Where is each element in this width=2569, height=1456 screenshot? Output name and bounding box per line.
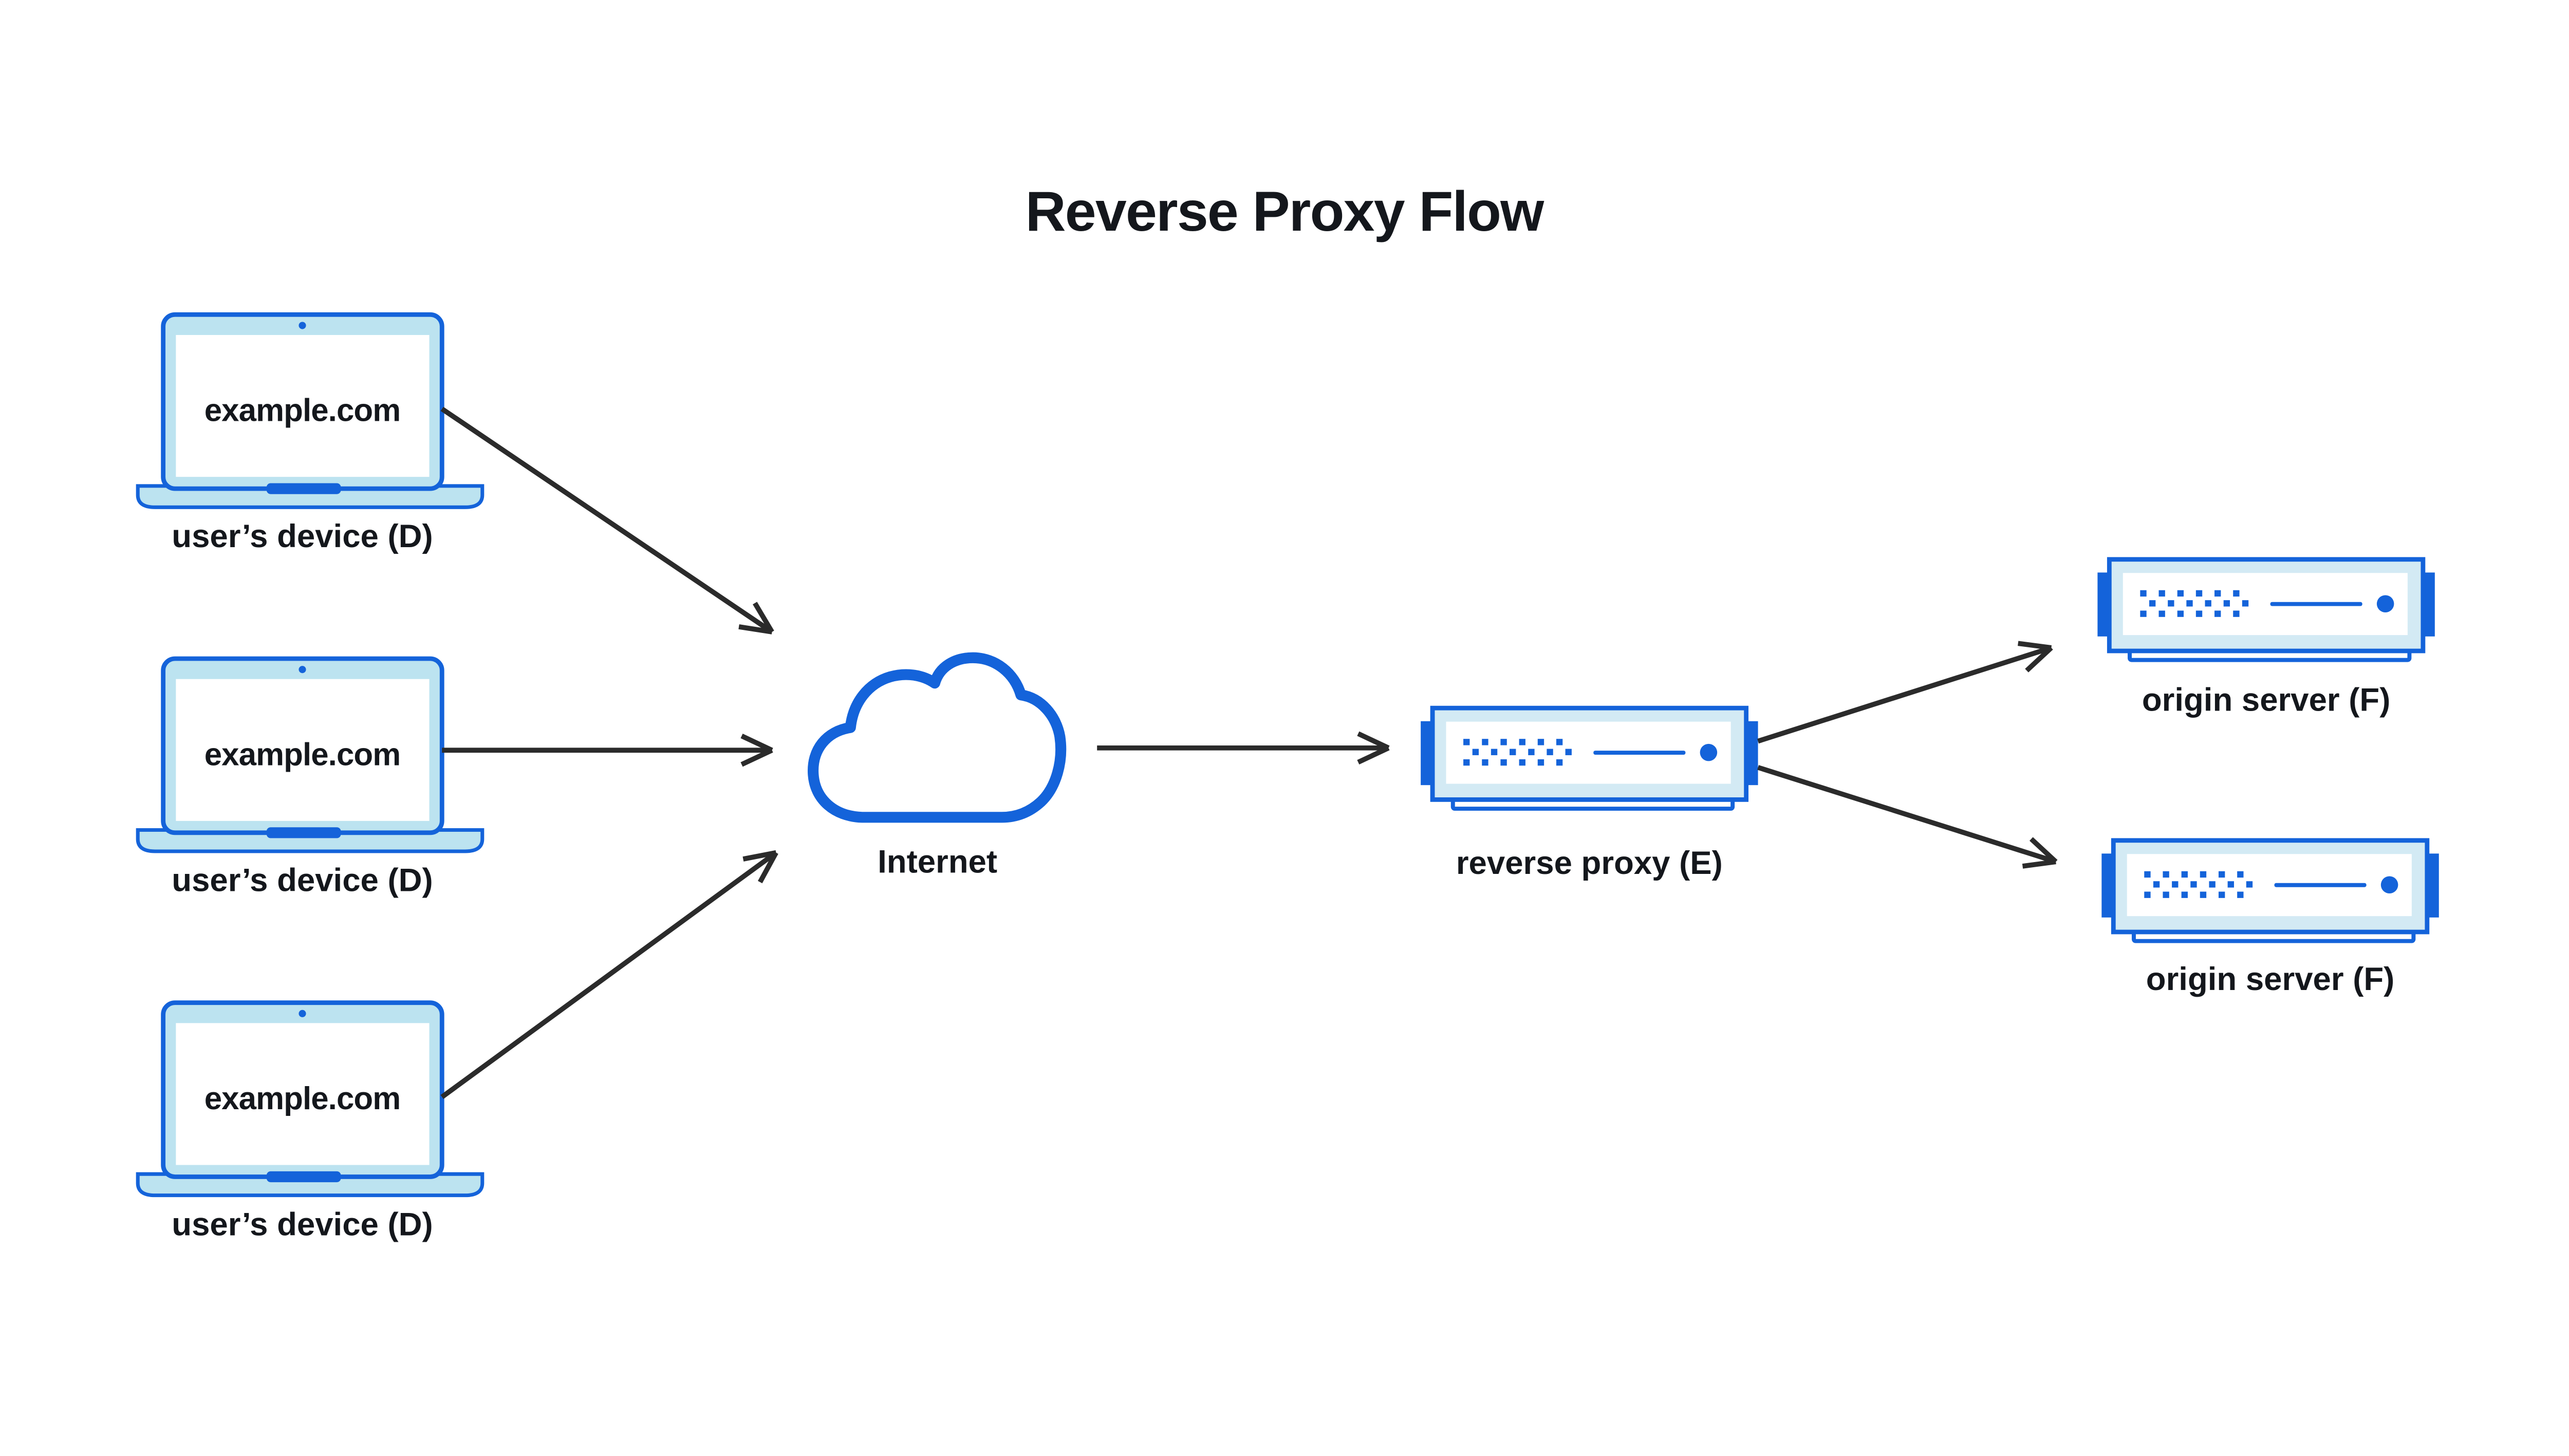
arrow-proxy-origin1 <box>1757 641 2053 744</box>
device-label: user’s device (D) <box>172 1206 433 1242</box>
device-screen-url: example.com <box>204 1081 401 1116</box>
arrow-internet-proxy <box>1097 731 1390 765</box>
server-icon <box>2101 841 2438 941</box>
flow-arrows <box>440 406 2058 1099</box>
arrow-proxy-origin2 <box>1757 765 2058 869</box>
server-icon <box>1421 708 1758 809</box>
node-user-device-2: example.com user’s device (D) <box>138 659 482 899</box>
page-title: Reverse Proxy Flow <box>1026 180 1545 243</box>
reverse-proxy-label: reverse proxy (E) <box>1456 845 1723 881</box>
device-screen-url: example.com <box>204 393 401 428</box>
arrow-device3-internet <box>440 850 778 1099</box>
node-internet: Internet <box>808 652 1067 880</box>
cloud-icon <box>808 652 1067 823</box>
node-origin-server-2: origin server (F) <box>2101 841 2438 997</box>
device-label: user’s device (D) <box>172 862 433 899</box>
node-origin-server-1: origin server (F) <box>2097 559 2434 718</box>
arrow-device2-internet <box>442 734 773 767</box>
device-screen-url: example.com <box>204 737 401 772</box>
origin-server-label: origin server (F) <box>2146 961 2395 997</box>
origin-server-label: origin server (F) <box>2142 681 2391 718</box>
node-user-device-3: example.com user’s device (D) <box>138 1003 482 1242</box>
server-icon <box>2097 559 2434 660</box>
internet-label: Internet <box>878 843 997 880</box>
node-user-device-1: example.com user’s device (D) <box>138 314 482 554</box>
device-label: user’s device (D) <box>172 518 433 554</box>
arrow-device1-internet <box>440 406 774 634</box>
node-reverse-proxy: reverse proxy (E) <box>1421 708 1758 881</box>
